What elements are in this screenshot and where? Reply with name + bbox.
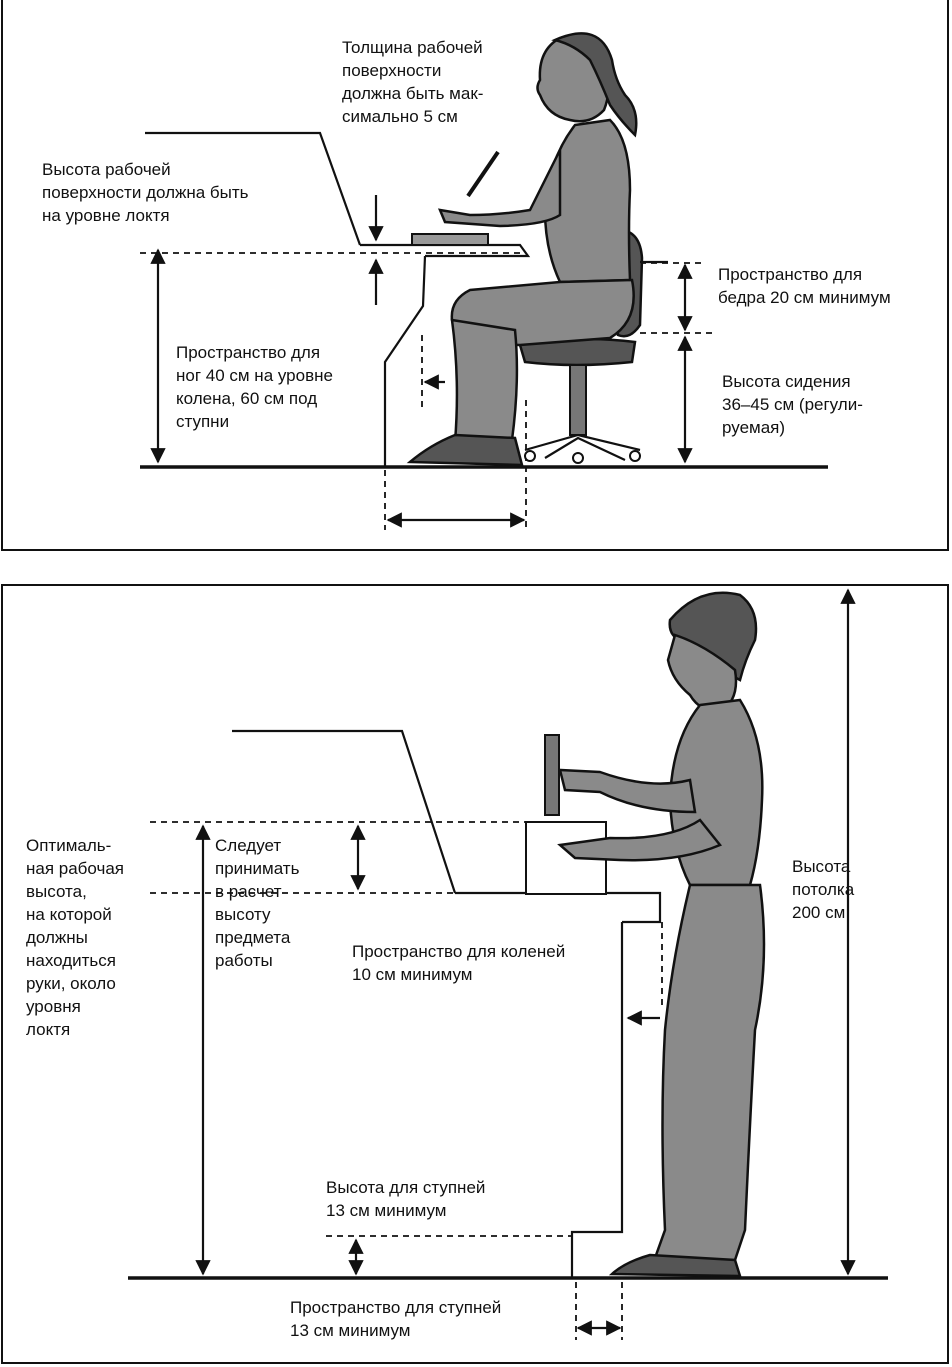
seated-desk [140, 131, 828, 530]
work-object-height-label: Следует принимать в расчет высоту предме… [215, 836, 300, 970]
foot-height-label: Высота для ступней 13 см минимум [326, 1178, 486, 1220]
foot-space-label: Пространство для ступней 13 см минимум [290, 1298, 502, 1340]
surface-height-label: Высота рабочей поверхности должна быть н… [42, 160, 249, 225]
seated-person [406, 32, 638, 467]
thigh-space-label: Пространство для бедра 20 см минимум [718, 265, 891, 307]
knee-space-label: Пространство для коленей 10 см минимум [352, 942, 566, 984]
surface-thickness-label: Толщина рабочей поверхности должна быть … [342, 38, 484, 126]
standing-workstation-panel [1, 584, 949, 1364]
ceiling-height-label: Высота потолка 200 см [792, 857, 855, 922]
legroom-label: Пространство для ног 40 см на уровне кол… [176, 343, 333, 431]
standing-person [544, 591, 766, 1278]
seat-height-label: Высота сидения 36–45 см (регули- руемая) [722, 372, 863, 437]
optimal-work-height-label: Оптималь- ная рабочая высота, на которой… [26, 836, 125, 1039]
